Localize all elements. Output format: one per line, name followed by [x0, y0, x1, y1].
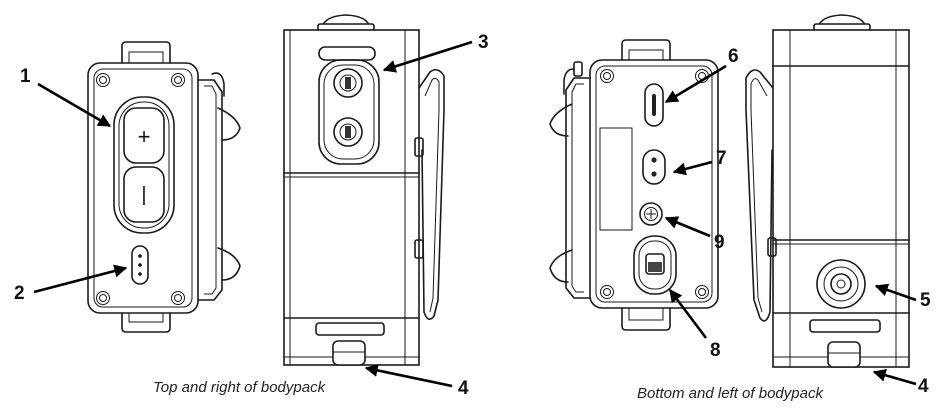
- callout-3: 3: [478, 32, 489, 53]
- screw-icon: [600, 69, 614, 83]
- callout-6: 6: [728, 46, 739, 67]
- mic-jack-icon[interactable]: [816, 259, 866, 309]
- callout-8: 8: [710, 340, 721, 361]
- screw-icon: [171, 73, 185, 87]
- caption-top-right: Top and right of bodypack: [153, 379, 327, 396]
- volume-rocker[interactable]: + |: [113, 96, 175, 234]
- volume-down-icon[interactable]: |: [141, 184, 146, 206]
- connector-port-icon[interactable]: [333, 68, 363, 98]
- callout-1: 1: [20, 66, 31, 87]
- ir-sync-port-icon[interactable]: [642, 149, 666, 185]
- power-switch[interactable]: [633, 235, 677, 295]
- callout-9: 9: [714, 232, 725, 253]
- screw-icon: [600, 285, 614, 299]
- mute-button[interactable]: [639, 202, 663, 226]
- connector-port-icon[interactable]: [333, 117, 363, 147]
- screw-icon: [96, 291, 110, 305]
- callout-4-right: 4: [918, 376, 929, 397]
- status-led-contacts: [131, 245, 149, 285]
- screw-icon: [96, 73, 110, 87]
- callout-2: 2: [14, 283, 25, 304]
- screw-icon: [171, 291, 185, 305]
- callout-7: 7: [716, 148, 727, 169]
- callout-4-left: 4: [458, 378, 469, 399]
- callout-5: 5: [920, 290, 931, 311]
- screw-icon: [695, 285, 709, 299]
- volume-up-icon[interactable]: +: [138, 124, 151, 149]
- usb-port-icon[interactable]: [644, 83, 664, 127]
- right-side-view: [283, 14, 445, 366]
- caption-bottom-left: Bottom and left of bodypack: [637, 385, 824, 402]
- top-view: + |: [87, 41, 241, 333]
- callout-arrows: [33, 40, 917, 388]
- bottom-view: [549, 39, 719, 331]
- left-side-view: [745, 14, 910, 368]
